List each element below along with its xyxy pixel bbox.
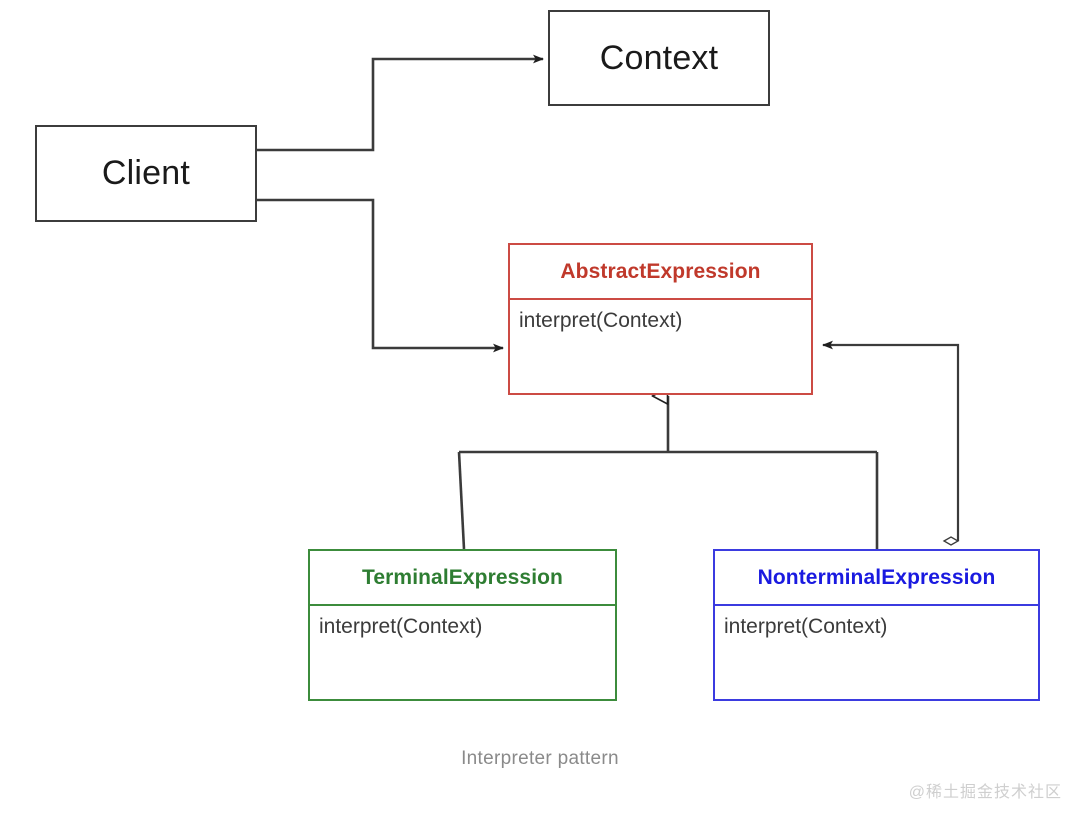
node-abstract-expression[interactable]: AbstractExpression interpret(Context) [508, 243, 813, 395]
node-nonterminal-expression[interactable]: NonterminalExpression interpret(Context) [713, 549, 1040, 701]
diagram-caption: Interpreter pattern [461, 748, 619, 769]
connector-client-to-abstract-expression [257, 198, 504, 353]
node-abstract-expression-method: interpret(Context) [519, 309, 683, 332]
node-client[interactable]: Client [35, 125, 257, 222]
generalization-drop-terminal-expression [457, 451, 466, 550]
node-nonterminal-expression-title: NonterminalExpression [715, 551, 1038, 606]
node-nonterminal-expression-method: interpret(Context) [724, 615, 888, 638]
node-context-title: Context [599, 38, 719, 77]
node-abstract-expression-title: AbstractExpression [510, 245, 811, 300]
node-client-title: Client [101, 154, 191, 192]
node-terminal-expression-title: TerminalExpression [310, 551, 615, 606]
node-terminal-expression-method: interpret(Context) [319, 615, 483, 638]
connector-nonterminal-expression-aggregation [822, 340, 960, 546]
node-abstract-expression-body: interpret(Context) [510, 300, 811, 393]
node-terminal-expression-body: interpret(Context) [310, 606, 615, 699]
node-context[interactable]: Context [548, 10, 770, 106]
connector-client-to-context [257, 54, 544, 152]
watermark: @稀土掘金技术社区 [908, 784, 1062, 801]
node-nonterminal-expression-body: interpret(Context) [715, 606, 1038, 699]
node-terminal-expression[interactable]: TerminalExpression interpret(Context) [308, 549, 617, 701]
